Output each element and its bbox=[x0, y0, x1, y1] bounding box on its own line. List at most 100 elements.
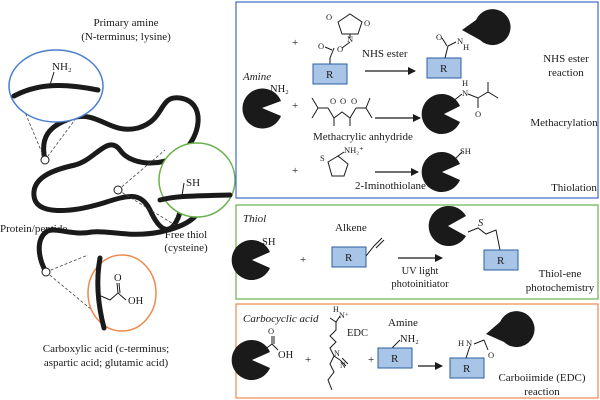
r-label-carboxylic-product: R bbox=[463, 363, 471, 375]
thiol-panel-group: SH bbox=[262, 237, 276, 248]
r-label-thiol: R bbox=[345, 252, 353, 264]
plus-1: + bbox=[292, 37, 298, 49]
r-label-1: R bbox=[326, 69, 334, 81]
thiol-panel-title: Thiol bbox=[243, 213, 266, 225]
r-block-1 bbox=[312, 63, 348, 85]
edc-product-atoms: H N O bbox=[458, 338, 494, 360]
r-block-carboxylic-product bbox=[449, 357, 485, 379]
amine-callout-label-1: Primary amine bbox=[93, 17, 158, 29]
carboxylic-pacman bbox=[231, 339, 270, 380]
alkene-bond bbox=[365, 237, 383, 257]
thiol-ene-label-2: photochemistry bbox=[526, 282, 595, 294]
svg-text:O: O bbox=[326, 12, 332, 22]
amine-callout: NH₂ bbox=[8, 49, 104, 123]
r-block-carboxylic bbox=[377, 347, 413, 369]
svg-text:O: O bbox=[337, 44, 343, 54]
nhs-product-bonds bbox=[441, 37, 457, 59]
iminothiolane-structure bbox=[327, 151, 349, 177]
thiol-callout: SH bbox=[157, 142, 236, 218]
carboxyl-callout-group: OH bbox=[128, 296, 144, 307]
chain-markers bbox=[40, 155, 123, 277]
edc-structure bbox=[327, 315, 349, 391]
svg-text:O: O bbox=[364, 18, 370, 28]
svg-text:N: N bbox=[347, 34, 353, 44]
thiol-callout-group: SH bbox=[186, 177, 200, 189]
amine-panel-group: NH₂ bbox=[270, 84, 289, 95]
edc-atoms: N⁺ H N N bbox=[333, 305, 349, 370]
svg-text:N: N bbox=[334, 349, 340, 358]
svg-text:H: H bbox=[463, 42, 469, 52]
methacrylic-anhydride-structure bbox=[311, 97, 373, 126]
carboxyl-callout-label-1: Carboxylic acid (c-terminus; bbox=[43, 343, 169, 355]
methacrylation-product-atoms: H N O bbox=[462, 78, 481, 119]
r-label-2: R bbox=[440, 63, 448, 75]
svg-text:O: O bbox=[436, 32, 442, 42]
edc-product-pacman bbox=[486, 311, 535, 348]
thiol-condition-1: UV light bbox=[402, 266, 439, 277]
edc-reaction-label-1: Carboiimide (EDC) bbox=[498, 372, 585, 384]
nhs-product-atoms: O N H bbox=[436, 32, 469, 52]
svg-text:N⁺: N⁺ bbox=[339, 311, 349, 320]
svg-text:H: H bbox=[462, 78, 468, 88]
svg-text:N: N bbox=[466, 338, 472, 348]
carboxyl-callout-circle bbox=[87, 254, 157, 332]
thiol-callout-label-2: (cysteine) bbox=[164, 242, 208, 254]
methacrylation-label: Methacrylation bbox=[530, 117, 598, 129]
thiol-product-bonds bbox=[467, 227, 501, 251]
nhs-ester-reagent-label: NHS ester bbox=[362, 48, 408, 60]
nhs-product-pacman bbox=[462, 9, 511, 46]
plus-3: + bbox=[292, 165, 298, 177]
svg-text:O: O bbox=[340, 96, 346, 106]
r-label-carboxylic: R bbox=[391, 353, 399, 365]
amine-callout-group: NH₂ bbox=[52, 61, 72, 73]
carboxylic-group-o: O bbox=[268, 326, 274, 336]
amine-pacman bbox=[242, 88, 281, 129]
nhs-ester-structure bbox=[324, 13, 363, 64]
thiol-ene-label-1: Thiol-ene bbox=[539, 268, 582, 280]
svg-text:H: H bbox=[458, 338, 464, 348]
thiolation-label: Thiolation bbox=[551, 182, 597, 194]
amine-reagent-label: Amine bbox=[388, 317, 418, 329]
nhs-ester-reaction-label-2: reaction bbox=[548, 67, 584, 79]
amine-panel bbox=[235, 1, 599, 199]
carboxyl-callout: O OH bbox=[87, 254, 157, 332]
thiol-callout-label-1: Free thiol bbox=[165, 229, 207, 241]
svg-text:N: N bbox=[462, 88, 468, 98]
thiol-product-pacman bbox=[428, 206, 466, 246]
iminothiolane-atoms: S NH₂⁺ bbox=[320, 145, 364, 163]
carboxyl-callout-o: O bbox=[114, 273, 122, 284]
iminothiolane-label: 2-Iminothiolane bbox=[355, 180, 426, 192]
methacrylation-product-bonds bbox=[451, 82, 499, 108]
edc-reaction-label-2: reaction bbox=[524, 386, 560, 398]
svg-text:S: S bbox=[320, 153, 325, 163]
r-block-thiol bbox=[331, 246, 367, 268]
thiol-product-s: S bbox=[478, 218, 484, 229]
svg-text:NH₂⁺: NH₂⁺ bbox=[344, 145, 364, 155]
amine-panel-title: Amine bbox=[242, 71, 271, 83]
carboxyl-callout-label-2: aspartic acid; glutamic acid) bbox=[44, 357, 169, 369]
thiolation-product-pacman bbox=[421, 152, 460, 192]
carboxylic-group-oh: OH bbox=[278, 350, 294, 361]
amine-callout-label-2: (N-terminus; lysine) bbox=[81, 31, 171, 43]
methacrylation-product-pacman bbox=[421, 93, 460, 134]
svg-text:O: O bbox=[488, 350, 494, 360]
edc-product-bonds bbox=[465, 339, 489, 359]
nhs-ester-atoms: O N O O O bbox=[318, 12, 370, 54]
svg-text:O: O bbox=[351, 96, 357, 106]
plus-2: + bbox=[292, 100, 298, 112]
svg-text:N: N bbox=[340, 361, 346, 370]
alkene-label: Alkene bbox=[335, 222, 367, 234]
svg-text:O: O bbox=[475, 109, 481, 119]
r-block-thiol-product bbox=[483, 249, 519, 271]
carboxylic-panel-title: Carbocyclic acid bbox=[243, 313, 319, 325]
nhs-ester-reaction-label-1: NHS ester bbox=[543, 53, 589, 65]
r-label-thiol-product: R bbox=[497, 255, 505, 267]
svg-text:O: O bbox=[318, 41, 324, 51]
thiolation-product-atom: SH bbox=[460, 146, 471, 156]
thiol-plus: + bbox=[300, 254, 306, 266]
methacrylic-anhydride-atoms: O O O bbox=[330, 96, 357, 106]
thiol-condition-2: photoinitiator bbox=[391, 279, 449, 290]
amine-reagent-group: NH₂ bbox=[400, 334, 419, 345]
carboxylic-plus-2: + bbox=[368, 354, 374, 366]
